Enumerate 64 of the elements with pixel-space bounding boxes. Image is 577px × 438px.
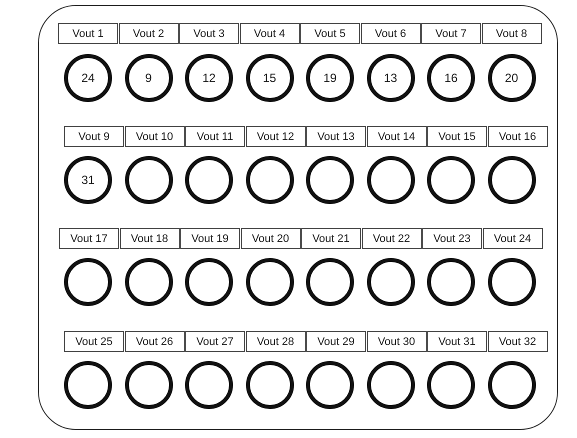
value-circle: 15: [246, 54, 294, 102]
output-label: Vout 23: [422, 228, 482, 249]
output-label: Vout 7: [421, 23, 481, 44]
output-label: Vout 17: [59, 228, 119, 249]
empty-circle: [488, 258, 536, 306]
value-circle: 19: [306, 54, 354, 102]
output-label: Vout 20: [240, 228, 300, 249]
empty-circle: [427, 156, 475, 204]
empty-circle: [366, 156, 414, 204]
output-label: Vout 13: [306, 126, 366, 147]
empty-circle: [246, 361, 294, 409]
output-label: Vout 15: [427, 126, 487, 147]
empty-circle: [64, 258, 112, 306]
value-circle: 16: [427, 54, 475, 102]
empty-circle: [64, 361, 112, 409]
value-circle: 12: [185, 54, 233, 102]
output-label: Vout 27: [185, 331, 245, 352]
empty-circle: [185, 156, 233, 204]
value-circle: 9: [124, 54, 172, 102]
empty-circle: [427, 361, 475, 409]
empty-circle: [488, 361, 536, 409]
empty-circle: [185, 258, 233, 306]
output-label: Vout 26: [124, 331, 184, 352]
output-label: Vout 5: [300, 23, 360, 44]
empty-circle: [124, 156, 172, 204]
output-label: Vout 21: [301, 228, 361, 249]
output-label: Vout 29: [306, 331, 366, 352]
output-label: Vout 10: [124, 126, 184, 147]
output-label: Vout 18: [120, 228, 180, 249]
empty-circle: [306, 156, 354, 204]
empty-circle: [124, 258, 172, 306]
output-label: Vout 2: [118, 23, 178, 44]
output-label: Vout 28: [246, 331, 306, 352]
empty-circle: [306, 258, 354, 306]
empty-circle: [306, 361, 354, 409]
empty-circle: [185, 361, 233, 409]
value-circle: 20: [488, 54, 536, 102]
empty-circle: [427, 258, 475, 306]
output-label: Vout 1: [58, 23, 118, 44]
empty-circle: [246, 258, 294, 306]
output-label: Vout 31: [427, 331, 487, 352]
output-label: Vout 4: [240, 23, 300, 44]
output-label: Vout 22: [362, 228, 422, 249]
empty-circle: [488, 156, 536, 204]
output-label: Vout 19: [180, 228, 240, 249]
output-label: Vout 3: [179, 23, 239, 44]
output-label: Vout 24: [482, 228, 542, 249]
output-label: Vout 16: [488, 126, 548, 147]
output-label: Vout 25: [64, 331, 124, 352]
output-label: Vout 32: [488, 331, 548, 352]
output-label: Vout 8: [482, 23, 542, 44]
empty-circle: [366, 258, 414, 306]
output-label: Vout 11: [185, 126, 245, 147]
output-label: Vout 12: [246, 126, 306, 147]
value-circle: 31: [64, 156, 112, 204]
value-circle: 24: [64, 54, 112, 102]
output-label: Vout 6: [360, 23, 420, 44]
value-circle: 13: [366, 54, 414, 102]
output-label: Vout 9: [64, 126, 124, 147]
empty-circle: [246, 156, 294, 204]
output-label: Vout 14: [366, 126, 426, 147]
output-label: Vout 30: [366, 331, 426, 352]
empty-circle: [124, 361, 172, 409]
empty-circle: [366, 361, 414, 409]
